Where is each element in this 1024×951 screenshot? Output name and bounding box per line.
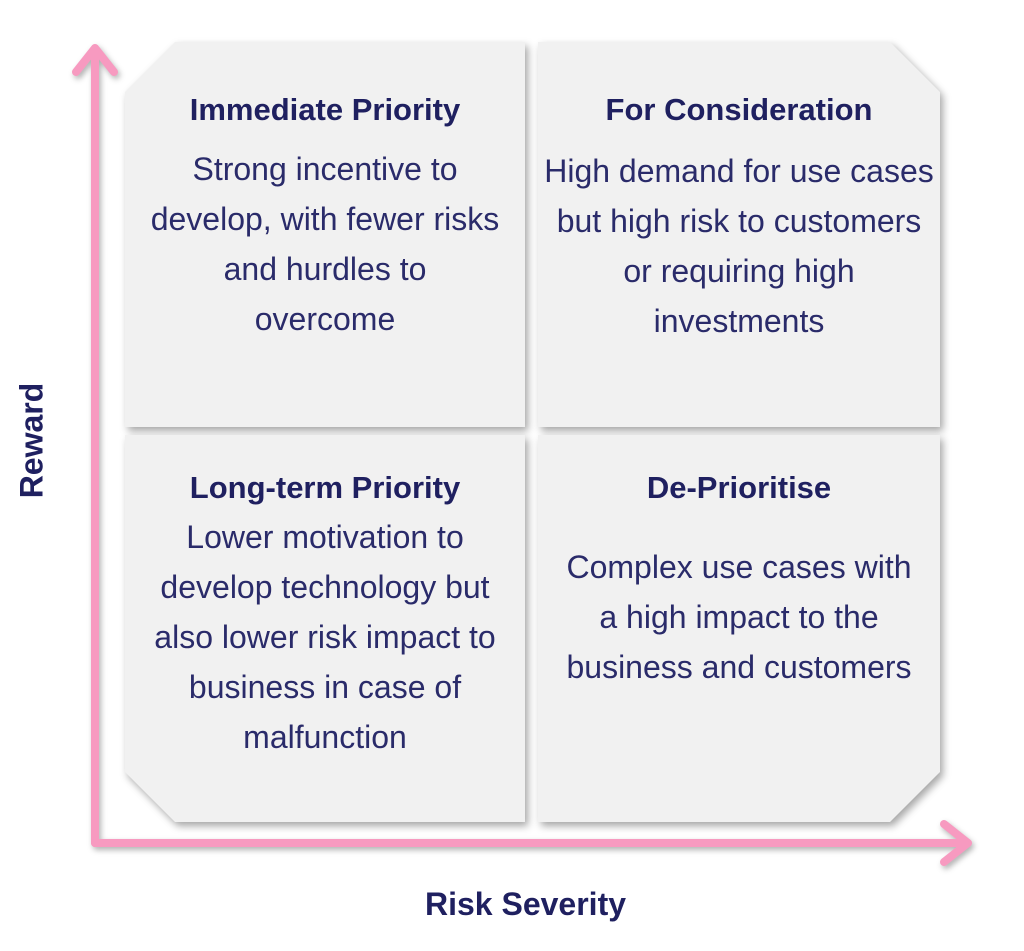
- quadrant-immediate-priority: Immediate Priority Strong incentive to d…: [125, 42, 525, 427]
- quadrant-body: Complex use cases with a high impact to …: [566, 549, 912, 685]
- quadrant-title: For Consideration: [605, 92, 873, 127]
- quadrant-long-term-priority: Long-term Priority Lower motivation to d…: [125, 435, 525, 822]
- quadrant-for-consideration: For Consideration High demand for use ca…: [538, 42, 940, 427]
- x-axis-label: Risk Severity: [425, 886, 627, 922]
- quadrant-body: Lower motivation to develop technology b…: [154, 519, 496, 755]
- quadrant-body: Strong incentive to develop, with fewer …: [150, 151, 500, 337]
- quadrant-de-prioritise: De-Prioritise Complex use cases with a h…: [538, 435, 940, 822]
- quadrant-title: De-Prioritise: [646, 470, 832, 505]
- y-axis-arrow: [72, 44, 118, 847]
- y-axis-label: Reward: [13, 382, 50, 499]
- x-axis-arrow: [91, 820, 972, 866]
- quadrant-title: Long-term Priority: [189, 470, 461, 505]
- quadrant-body: High demand for use cases but high risk …: [544, 153, 934, 339]
- quadrant-title: Immediate Priority: [189, 92, 461, 127]
